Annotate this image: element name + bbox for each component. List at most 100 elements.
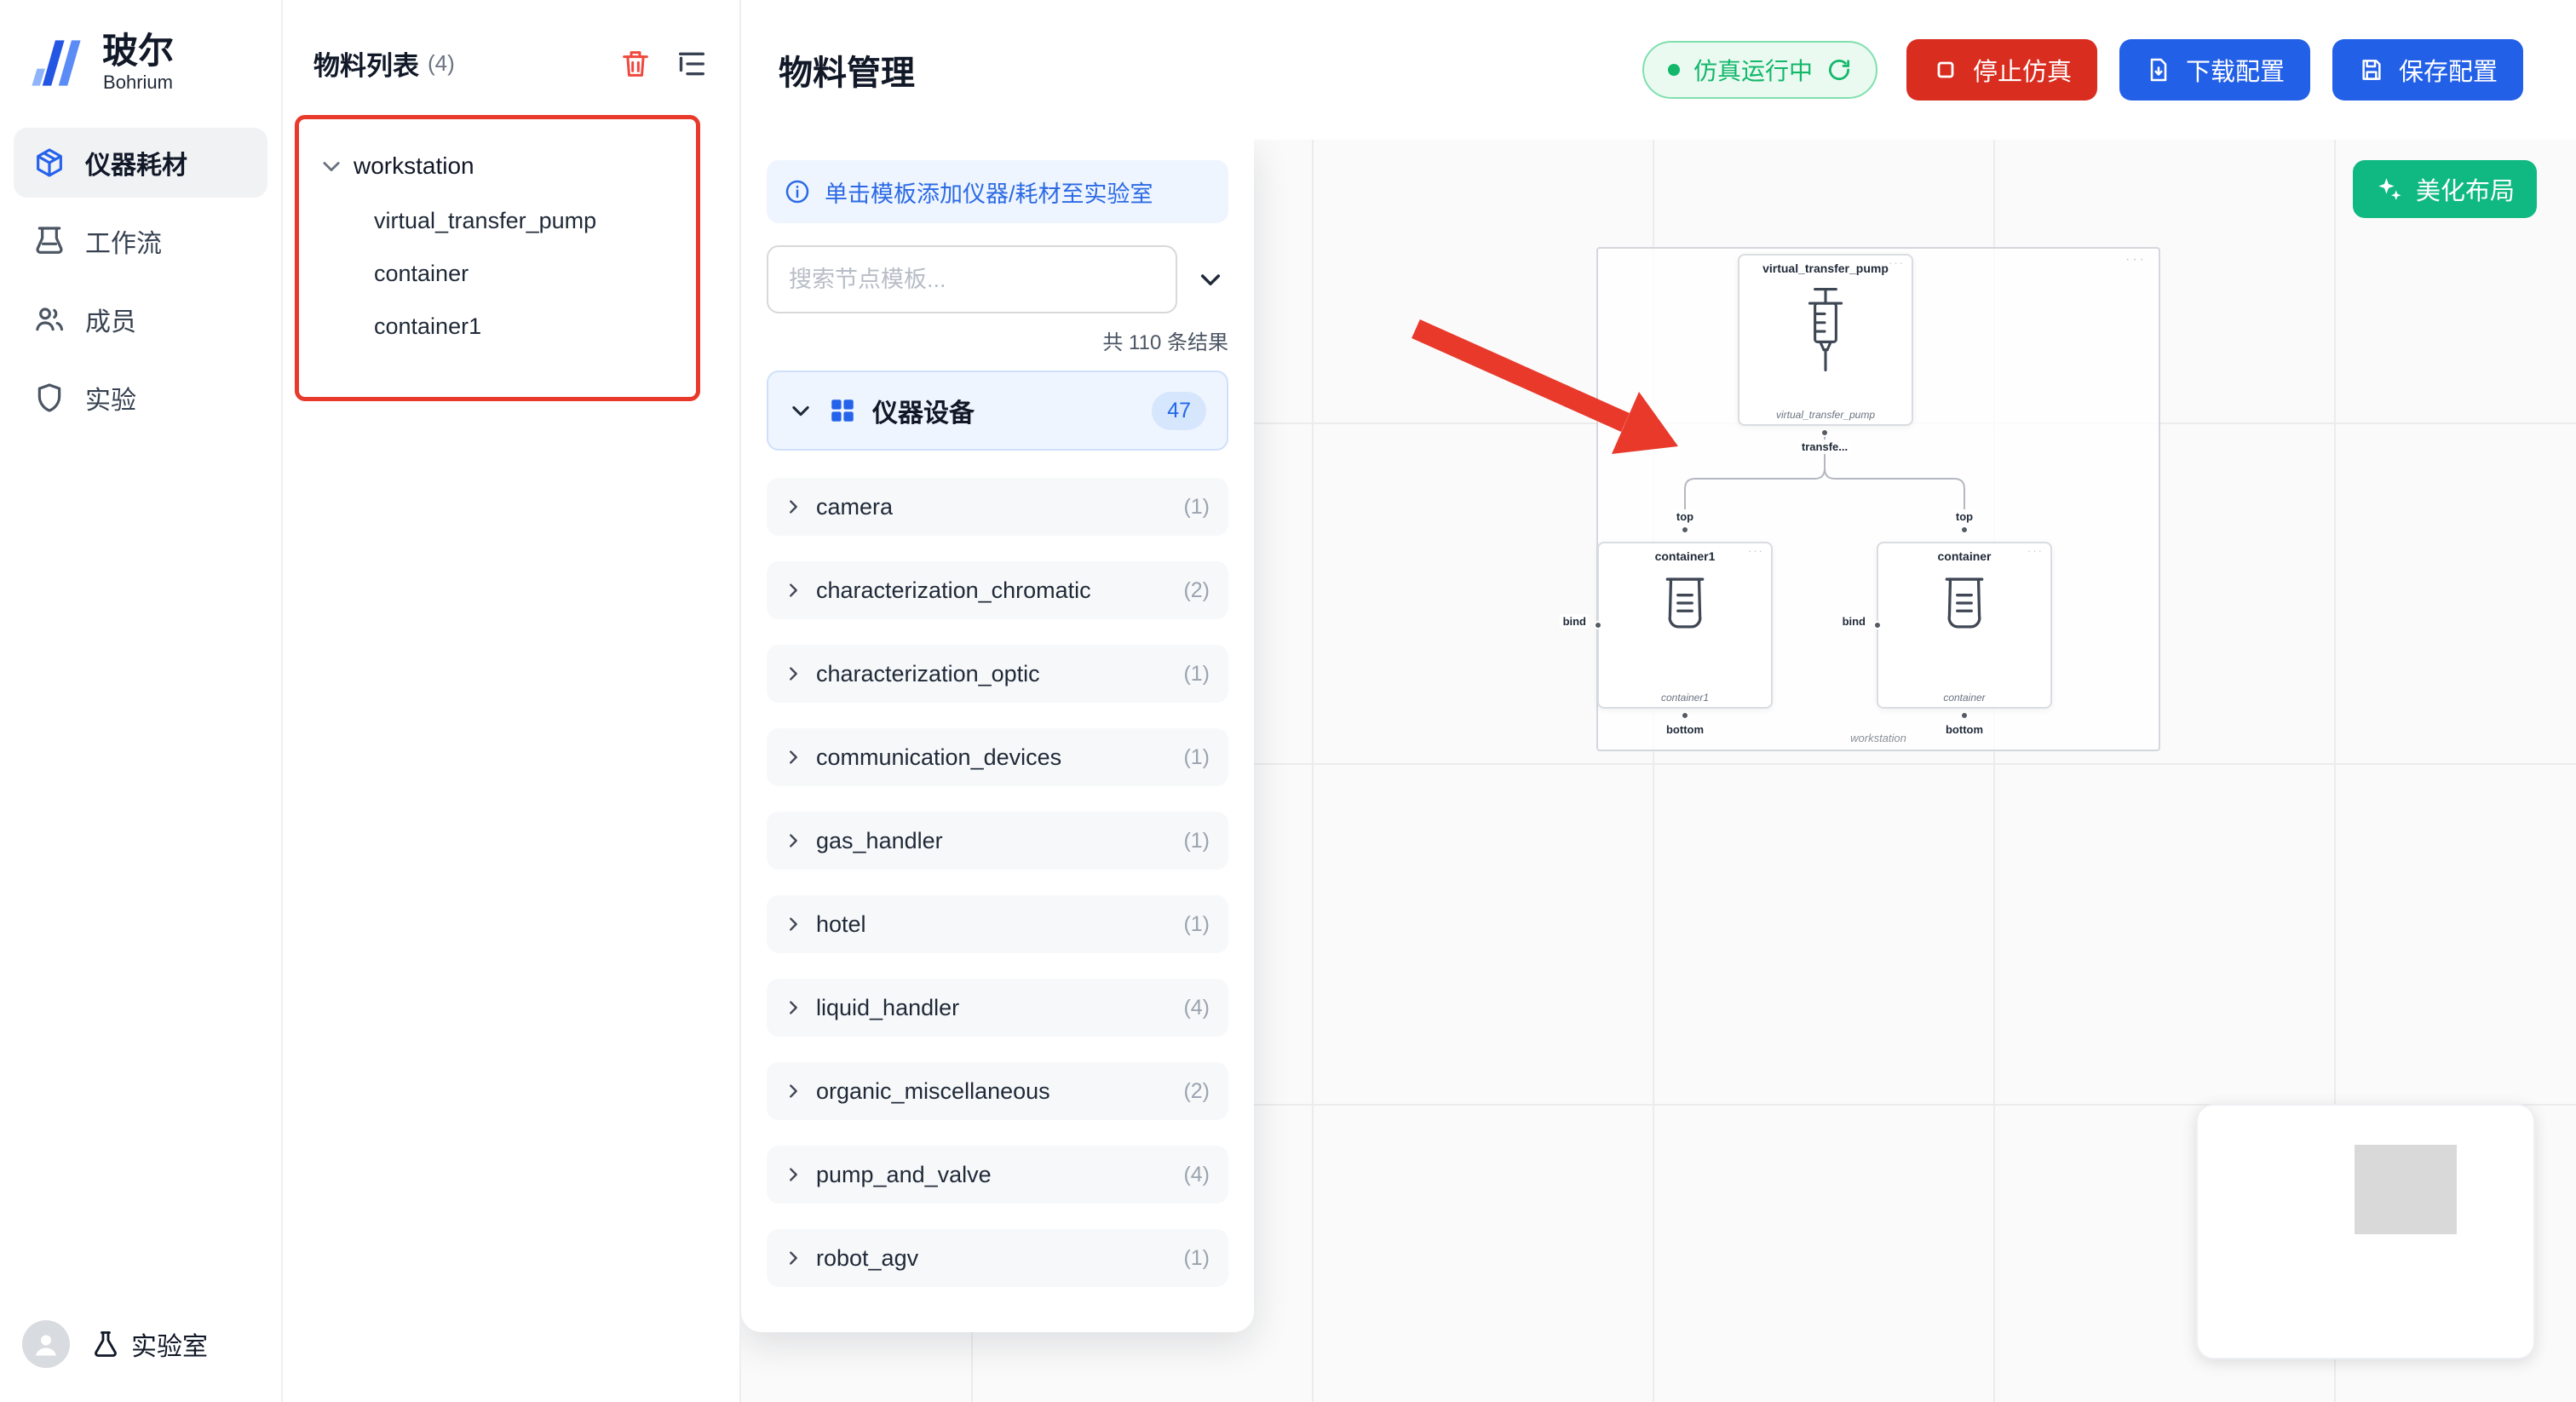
node-virtual-transfer-pump[interactable]: virtual_transfer_pump ··· virtual_transf… xyxy=(1738,254,1913,426)
beaker-icon xyxy=(1945,577,1984,629)
container-top-port[interactable] xyxy=(1960,526,1969,534)
template-item-count: (1) xyxy=(1183,828,1210,853)
node-title: container1 xyxy=(1654,549,1716,563)
template-item-label: pump_and_valve xyxy=(816,1161,992,1187)
simulation-status-pill: 仿真运行中 xyxy=(1642,41,1877,99)
brand-subtitle: Bohrium xyxy=(103,72,173,94)
node-menu-icon[interactable]: ··· xyxy=(1889,256,1905,269)
template-item-gas-handler[interactable]: gas_handler (1) xyxy=(767,812,1228,870)
template-item-pump-and-valve[interactable]: pump_and_valve (4) xyxy=(767,1146,1228,1204)
section-count-badge: 47 xyxy=(1152,391,1206,430)
port-label-top: top xyxy=(1672,509,1698,524)
search-input[interactable] xyxy=(767,245,1177,313)
chevron-down-icon[interactable] xyxy=(319,154,343,178)
template-item-label: liquid_handler xyxy=(816,994,960,1020)
node-container1[interactable]: container1 ··· container1 xyxy=(1597,542,1773,709)
refresh-icon[interactable] xyxy=(1826,57,1852,83)
port-label-bind: bind xyxy=(1559,614,1590,629)
tree-child-label: virtual_transfer_pump xyxy=(374,207,597,233)
sidebar-item-workflow[interactable]: 工作流 xyxy=(14,206,267,276)
template-item-count: (2) xyxy=(1183,1078,1210,1103)
pump-port-label: transfe... xyxy=(1797,440,1852,454)
port-label-bottom: bottom xyxy=(1662,722,1708,737)
chevron-right-icon xyxy=(784,1165,802,1184)
stop-label: 停止仿真 xyxy=(1972,59,2072,86)
template-item-camera[interactable]: camera (1) xyxy=(767,478,1228,536)
node-subtitle: container1 xyxy=(1660,692,1710,704)
materials-count: (4) xyxy=(428,50,455,76)
container-bind-port[interactable] xyxy=(1873,621,1882,629)
materials-panel: 物料列表 (4) workstation virtual_transfer_pu… xyxy=(283,0,741,1402)
chevron-down-icon xyxy=(789,399,813,422)
page-title: 物料管理 xyxy=(779,55,915,92)
container1-bind-port[interactable] xyxy=(1594,621,1602,629)
template-item-liquid-handler[interactable]: liquid_handler (4) xyxy=(767,979,1228,1037)
main-area: 物料管理 仿真运行中 停止仿真 xyxy=(741,0,2576,1402)
template-item-characterization-optic[interactable]: characterization_optic (1) xyxy=(767,645,1228,703)
beaker-icon xyxy=(36,227,63,254)
template-item-count: (1) xyxy=(1183,911,1210,936)
shield-icon xyxy=(37,383,61,412)
lab-switcher[interactable]: 实验室 xyxy=(90,1325,208,1363)
pump-bottom-port[interactable] xyxy=(1820,428,1829,437)
tree-node-container[interactable]: container xyxy=(299,247,696,300)
tree-child-label: container1 xyxy=(374,313,482,339)
template-item-label: organic_miscellaneous xyxy=(816,1077,1050,1104)
tree-view-icon[interactable] xyxy=(675,47,709,81)
node-subtitle: container xyxy=(1943,692,1986,704)
stop-simulation-button[interactable]: 停止仿真 xyxy=(1906,39,2097,101)
brand-name: 玻尔 xyxy=(102,30,175,71)
minimap[interactable] xyxy=(2196,1104,2535,1359)
download-label: 下载配置 xyxy=(2185,59,2285,86)
flow-canvas[interactable]: ··· workstation virtual_transfer_pump ··… xyxy=(741,140,2576,1402)
package-icon xyxy=(37,148,62,177)
node-container[interactable]: container ··· container xyxy=(1877,542,2052,709)
sidebar-item-label: 仪器耗材 xyxy=(85,152,187,180)
materials-actions xyxy=(618,47,709,81)
tree-node-pump[interactable]: virtual_transfer_pump xyxy=(299,194,696,247)
template-item-label: hotel xyxy=(816,911,866,937)
collapse-all-icon[interactable] xyxy=(1193,266,1228,293)
header-actions: 仿真运行中 停止仿真 下载配置 xyxy=(1642,39,2523,101)
container-bottom-port[interactable] xyxy=(1960,711,1969,720)
node-menu-icon[interactable]: ··· xyxy=(2027,544,2044,557)
container1-top-port[interactable] xyxy=(1681,526,1689,534)
page-header: 物料管理 仿真运行中 停止仿真 xyxy=(741,0,2576,140)
template-item-characterization-chromatic[interactable]: characterization_chromatic (2) xyxy=(767,561,1228,619)
save-config-button[interactable]: 保存配置 xyxy=(2332,39,2523,101)
tree-node-container1[interactable]: container1 xyxy=(299,300,696,353)
materials-title: 物料列表 xyxy=(313,51,419,81)
template-item-robot-agv[interactable]: robot_agv (1) xyxy=(767,1229,1228,1287)
beautify-layout-button[interactable]: 美化布局 xyxy=(2352,160,2537,218)
status-dot xyxy=(1667,64,1680,76)
sparkles-icon xyxy=(2378,178,2401,201)
brand-text: 玻尔 Bohrium xyxy=(102,32,174,94)
port-label-top: top xyxy=(1952,509,1977,524)
avatar[interactable] xyxy=(22,1320,70,1368)
tree-node-workstation[interactable]: workstation xyxy=(299,138,696,194)
container1-bottom-port[interactable] xyxy=(1681,711,1689,720)
group-menu-icon[interactable]: ··· xyxy=(2125,252,2147,267)
template-item-label: camera xyxy=(816,493,894,520)
chevron-right-icon xyxy=(784,1249,802,1267)
node-title: container xyxy=(1937,549,1992,563)
node-menu-icon[interactable]: ··· xyxy=(1748,544,1764,557)
template-item-communication-devices[interactable]: communication_devices (1) xyxy=(767,728,1228,786)
section-instruments[interactable]: 仪器设备 47 xyxy=(767,371,1228,451)
materials-panel-header: 物料列表 (4) xyxy=(283,0,739,106)
sidebar: 玻尔 Bohrium 仪器耗材 工作流 成员 xyxy=(0,0,283,1402)
download-config-button[interactable]: 下载配置 xyxy=(2119,39,2310,101)
template-item-hotel[interactable]: hotel (1) xyxy=(767,895,1228,953)
template-item-count: (1) xyxy=(1183,661,1210,686)
template-hint-banner: 单击模板添加仪器/耗材至实验室 xyxy=(767,160,1228,223)
chevron-right-icon xyxy=(784,497,802,516)
sidebar-item-instruments[interactable]: 仪器耗材 xyxy=(14,128,267,198)
template-item-organic-miscellaneous[interactable]: organic_miscellaneous (2) xyxy=(767,1062,1228,1120)
sidebar-item-members[interactable]: 成员 xyxy=(14,284,267,354)
sidebar-item-experiments[interactable]: 实验 xyxy=(14,363,267,433)
trash-icon[interactable] xyxy=(618,47,653,81)
node-title: virtual_transfer_pump xyxy=(1762,261,1889,275)
template-item-label: gas_handler xyxy=(816,827,943,853)
template-item-label: characterization_chromatic xyxy=(816,577,1091,603)
